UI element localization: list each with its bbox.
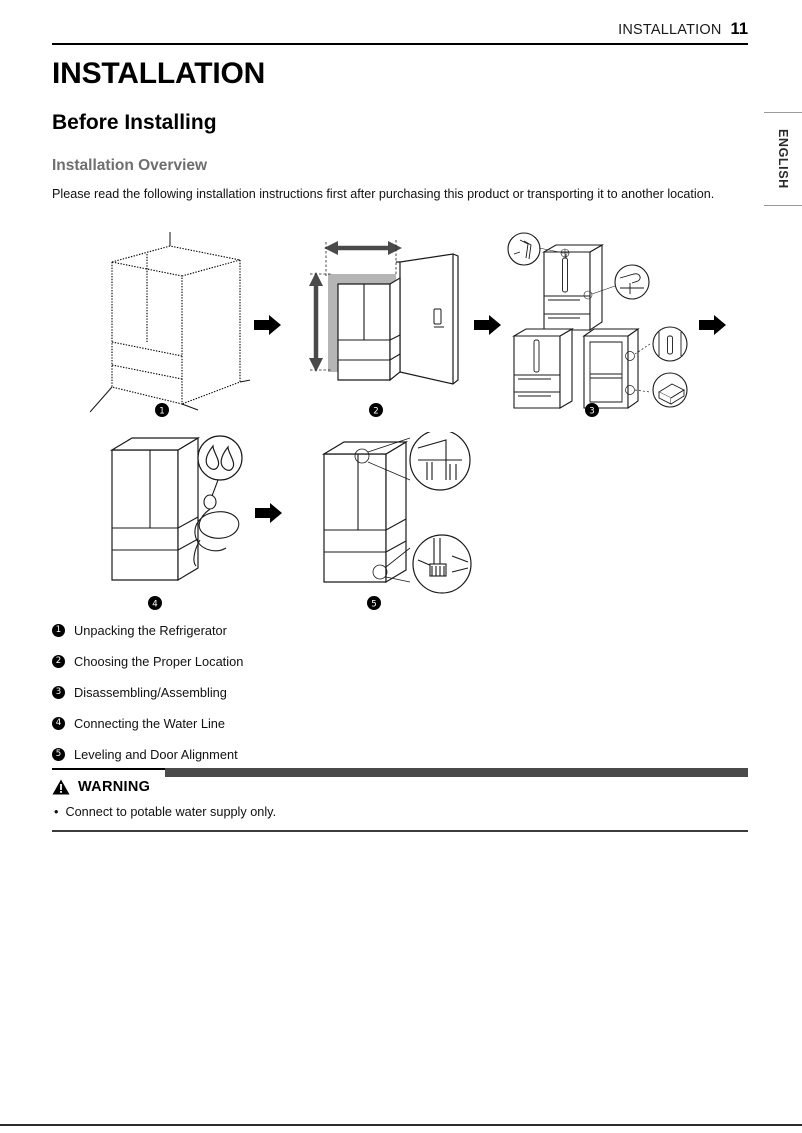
svg-text:5: 5 — [371, 600, 376, 610]
warning-triangle-icon — [52, 779, 70, 795]
legend-number-5: 5 — [52, 748, 65, 761]
page-number: 11 — [730, 20, 748, 38]
legend-item-2: 2 Choosing the Proper Location — [52, 646, 452, 677]
flow-arrow-4 — [255, 502, 283, 529]
svg-text:1: 1 — [159, 407, 164, 417]
legend-item-3: 3 Disassembling/Assembling — [52, 677, 452, 708]
subsection-heading: Installation Overview — [52, 157, 208, 174]
figure-step-5: 5 — [314, 432, 494, 610]
legend-item-5: 5 Leveling and Door Alignment — [52, 739, 452, 770]
language-side-tab: ENGLISH — [764, 112, 802, 206]
intro-paragraph: Please read the following installation i… — [52, 187, 715, 201]
figure-step-2-badge — [369, 403, 383, 417]
warning-bottom-divider — [52, 830, 748, 832]
warning-rule-thick — [165, 768, 748, 777]
warning-bullet-icon: • — [54, 805, 59, 819]
unpacking-refrigerator-diagram: 1 — [90, 232, 250, 417]
warning-header: WARNING — [52, 779, 150, 795]
figure-step-4-badge — [148, 596, 162, 610]
figure-step-5-badge — [367, 596, 381, 610]
warning-rule-thin — [52, 768, 172, 770]
running-header: INSTALLATION 11 — [52, 20, 748, 39]
header-divider — [52, 43, 748, 45]
installation-overview-figures: 1 — [52, 232, 752, 610]
warning-items: • Connect to potable water supply only. — [54, 804, 744, 821]
leveling-door-alignment-diagram: 5 — [321, 432, 472, 610]
legend-item-4: 4 Connecting the Water Line — [52, 708, 452, 739]
legend-label-4: Connecting the Water Line — [74, 716, 226, 731]
warning-item: • Connect to potable water supply only. — [54, 804, 744, 821]
legend-item-1: 1 Unpacking the Refrigerator — [52, 615, 452, 646]
legend-label-5: Leveling and Door Alignment — [74, 747, 238, 762]
figure-step-1-badge — [155, 403, 169, 417]
warning-item-text: Connect to potable water supply only. — [65, 805, 277, 819]
figure-step-1: 1 — [90, 232, 250, 417]
svg-text:3: 3 — [589, 407, 594, 417]
legend-label-3: Disassembling/Assembling — [74, 685, 227, 700]
disassembling-assembling-diagram: 3 — [507, 232, 688, 417]
page-footer-divider — [0, 1124, 802, 1126]
legend-number-4: 4 — [52, 717, 65, 730]
figure-step-3: 3 — [504, 232, 694, 417]
legend-label-2: Choosing the Proper Location — [74, 654, 244, 669]
figure-step-2: 2 — [298, 232, 488, 417]
installation-steps-legend: 1 Unpacking the Refrigerator 2 Choosing … — [52, 615, 452, 770]
figure-step-4: 4 — [100, 432, 275, 610]
legend-number-3: 3 — [52, 686, 65, 699]
flow-arrow-1 — [254, 314, 282, 341]
flow-arrow-3 — [699, 314, 727, 341]
legend-number-1: 1 — [52, 624, 65, 637]
legend-label-1: Unpacking the Refrigerator — [74, 623, 227, 638]
figure-step-3-badge — [585, 403, 599, 417]
svg-text:2: 2 — [373, 407, 378, 417]
flow-arrow-2 — [474, 314, 502, 341]
legend-number-2: 2 — [52, 655, 65, 668]
header-chapter-label: INSTALLATION — [618, 22, 722, 38]
language-side-tab-label: ENGLISH — [776, 129, 790, 189]
section-heading: Before Installing — [52, 111, 217, 134]
connecting-water-line-diagram: 4 — [109, 435, 243, 610]
page-title: INSTALLATION — [52, 57, 266, 90]
warning-title: WARNING — [78, 779, 151, 795]
choosing-location-doorway-diagram: 2 — [309, 240, 459, 417]
svg-text:4: 4 — [152, 600, 157, 610]
